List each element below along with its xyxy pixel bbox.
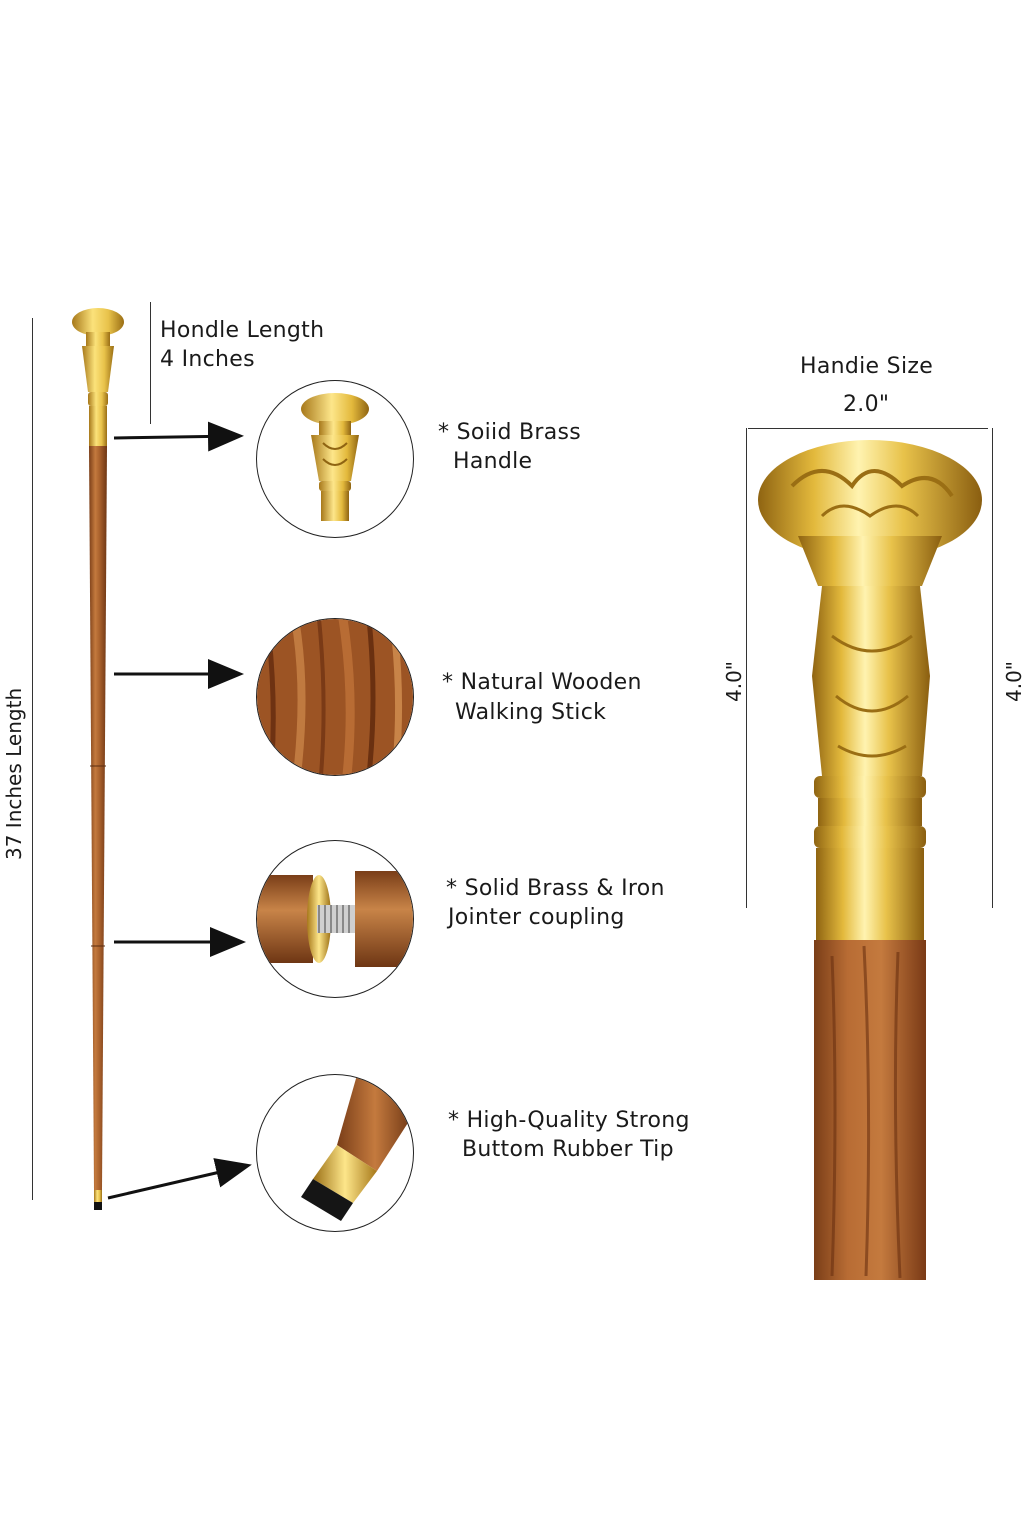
wood-grain-closeup bbox=[256, 618, 414, 776]
handle-size-title: Handie Size bbox=[800, 354, 934, 379]
feature-4-line2: Buttom Rubber Tip bbox=[462, 1137, 674, 1162]
walking-stick-image bbox=[60, 300, 140, 1220]
handle-size-width: 2.0" bbox=[843, 392, 890, 417]
feature-2-line2: Walking Stick bbox=[455, 700, 607, 725]
feature-4-line1: * High-Quality Strong bbox=[448, 1108, 690, 1133]
handle-height-right-line bbox=[992, 428, 993, 908]
feature-3-line2: Jointer coupling bbox=[448, 905, 625, 930]
rubber-tip-closeup bbox=[256, 1074, 414, 1232]
handle-height-left-label: 4.0" bbox=[722, 660, 746, 702]
handle-closeup-image bbox=[752, 436, 988, 1280]
handle-length-dimension-line bbox=[150, 302, 151, 424]
jointer-coupling-closeup bbox=[256, 840, 414, 998]
arrow-tip bbox=[107, 1158, 252, 1200]
handle-length-value: 4 Inches bbox=[160, 347, 255, 372]
brass-handle-closeup bbox=[256, 380, 414, 538]
handle-width-dimension-line bbox=[748, 428, 988, 429]
feature-3-line1: * Solid Brass & Iron bbox=[446, 876, 665, 901]
stick-length-dimension-line bbox=[32, 318, 33, 1200]
arrows-layer bbox=[0, 0, 300, 1536]
feature-1-line1: * Soiid Brass bbox=[438, 420, 582, 445]
handle-length-title: Hondle Length bbox=[160, 318, 325, 343]
handle-height-left-line bbox=[746, 428, 747, 908]
arrow-handle bbox=[113, 421, 244, 452]
feature-1-line2: Handle bbox=[453, 449, 533, 474]
feature-2-line1: * Natural Wooden bbox=[442, 670, 642, 695]
handle-height-right-label: 4.0" bbox=[1002, 660, 1024, 702]
